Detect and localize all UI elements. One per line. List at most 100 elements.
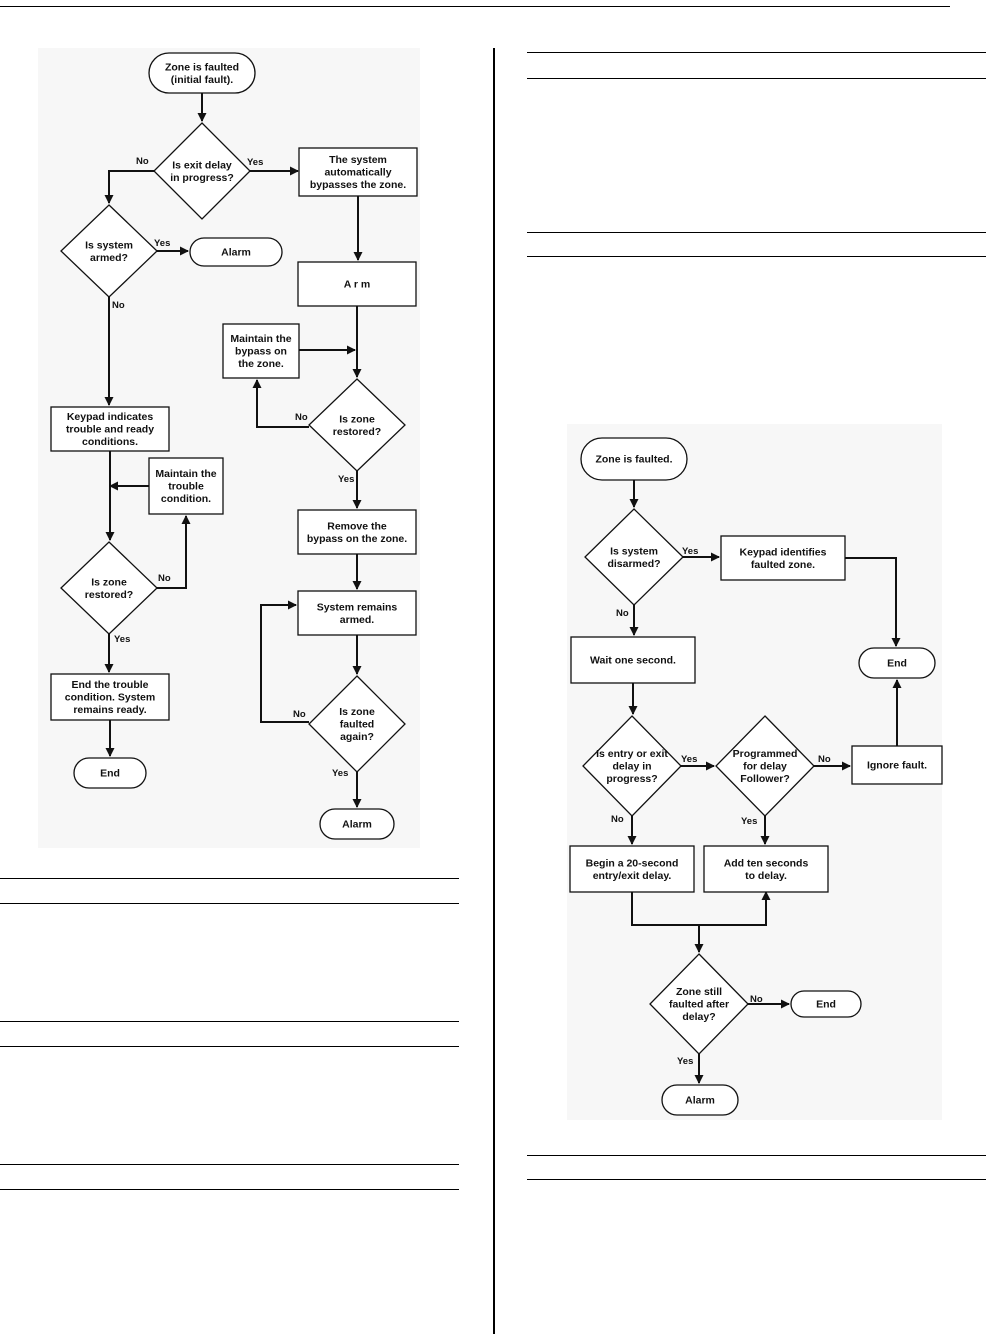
edge-label-entry-no: No [611,814,624,825]
flow-arrow [845,557,901,647]
flow-arrow [157,515,191,589]
left-maintain-trouble-text: trouble [168,481,204,493]
left-remains-armed-text: armed. [340,614,375,626]
left-maintain-trouble-text: condition. [161,493,211,505]
left-nodes: Zone is faulted(initial fault). Is exit d… [50,52,418,840]
flow-arrow [260,600,309,723]
right-end-2-text: End [816,999,836,1011]
left-connectors [104,93,363,808]
left-maintain-bypass-text: the zone. [238,358,284,370]
left-start-text: Zone is faulted [165,61,239,73]
section-rule [0,1021,459,1022]
left-exit-delay-text: in progress? [170,172,234,184]
edge-label-armed-yes: Yes [154,238,170,249]
edge-label-disarmed-no: No [616,608,629,619]
left-exit-delay-text: Is exit delay [172,159,232,171]
right-add-ten-text: Add ten seconds [724,857,809,869]
right-end-2-node: End [790,990,862,1018]
left-keypad-trouble-text: Keypad indicates [67,411,154,423]
left-maintain-bypass-text: bypass on [235,346,287,358]
left-alarm-1-shape [189,237,283,267]
left-zone-restored-2-text: restored? [85,589,133,601]
right-alarm-text: Alarm [685,1095,715,1107]
right-entry-exit-delay-text: Is entry or exit [596,748,668,760]
left-start-node: Zone is faulted(initial fault). [148,52,256,94]
left-zone-restored-1-text: restored? [333,426,381,438]
left-zone-restored-1-text: Is zone [339,413,375,425]
right-begin-delay-text: Begin a 20-second [586,857,679,869]
section-rule [0,1189,459,1190]
right-start-node: Zone is faulted. [580,437,688,481]
right-system-disarmed-text: Is system [610,545,658,557]
right-still-faulted-shape [649,953,749,1055]
right-delay-follower-text: Programmed [733,748,798,760]
edge-label-still-no: No [750,994,763,1005]
edge-label-restored2-no: No [158,573,171,584]
section-rule [527,1155,986,1156]
right-alarm-node: Alarm [661,1084,739,1116]
left-zone-faulted-again-text: again? [340,731,374,743]
right-entry-exit-delay-shape [582,715,682,817]
right-connectors [627,480,902,1084]
left-alarm-2-node: Alarm [319,808,395,840]
edge-label-restored1-yes: Yes [338,474,354,485]
left-auto-bypass-text: The system [329,154,387,166]
right-nodes: Zone is faulted.Is systemdisarmed?Keypad… [569,437,943,1116]
right-delay-follower-text: for delay [743,761,787,773]
left-maintain-bypass-text: Maintain the [230,333,291,345]
right-wait-shape [570,636,696,684]
right-keypad-identifies-shape [720,535,846,581]
section-rule [0,1046,459,1047]
edge-label-again-no: No [293,709,306,720]
left-arm-shape [297,261,417,307]
left-system-armed-shape [60,204,158,298]
left-alarm-2-text: Alarm [342,819,372,831]
left-auto-bypass-text: automatically [324,167,391,179]
page-top-rule [0,6,950,7]
left-maintain-trouble-text: Maintain the [155,468,216,480]
right-wait-text: Wait one second. [590,655,676,667]
right-start-shape [580,437,688,481]
right-still-faulted-text: faulted after [669,999,729,1011]
right-entry-exit-delay-text: delay in [612,761,651,773]
left-end-trouble-text: End the trouble [72,679,149,691]
left-end-1-node: End [73,757,147,789]
left-end-trouble-text: remains ready. [73,704,146,716]
left-keypad-trouble-text: conditions. [82,436,138,448]
left-zone-faulted-again-text: faulted [340,719,374,731]
left-zone-restored-1-shape [308,378,406,472]
right-still-faulted-text: delay? [682,1011,715,1023]
left-arm-node: A r m [297,261,417,307]
right-add-ten-shape [703,845,829,893]
right-add-ten-text: to delay. [745,870,787,882]
edge-label-disarmed-yes: Yes [682,546,698,557]
left-keypad-trouble-shape [50,406,170,452]
edge-label-exit-yes: Yes [247,157,263,168]
flow-arrow [631,891,771,926]
edge-label-follower-yes: Yes [741,816,757,827]
left-zone-restored-2-shape [60,541,158,635]
left-remains-armed-text: System remains [317,601,398,613]
left-auto-bypass-shape [298,147,418,197]
right-system-disarmed-shape [584,508,684,606]
edge-label-restored1-no: No [295,412,308,423]
right-still-faulted-text: Zone still [676,986,722,998]
section-rule [527,232,986,233]
edge-label-restored2-yes: Yes [114,634,130,645]
